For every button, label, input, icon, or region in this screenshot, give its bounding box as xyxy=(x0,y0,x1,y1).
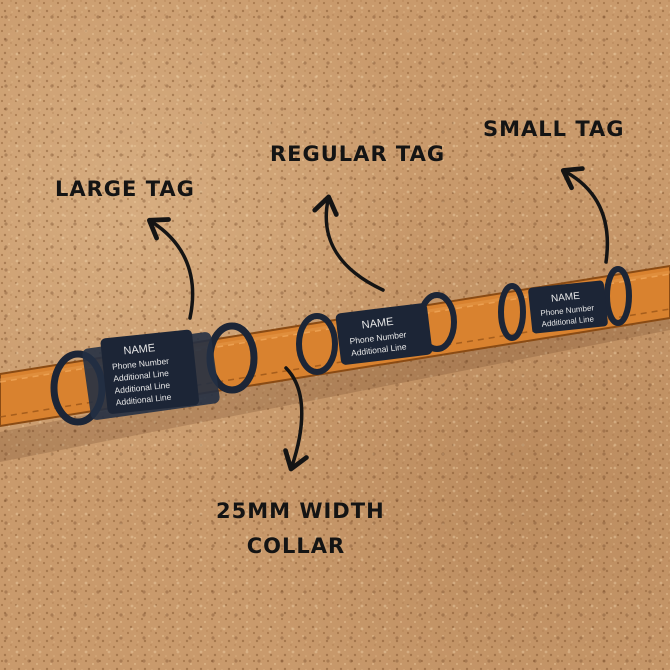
collar-arrow xyxy=(283,366,309,472)
large-tag-label: LARGE TAG xyxy=(55,177,195,201)
regular-tag-left-ring xyxy=(296,313,338,375)
small-tag-plate xyxy=(528,280,608,334)
collar-label-line-2: COLLAR xyxy=(246,534,346,558)
small-tag-name: NAME xyxy=(551,291,581,305)
large-tag-name: NAME xyxy=(123,342,156,357)
small-tag-left-ring xyxy=(498,283,526,341)
regular-tag: NAME Phone Number Additional Line xyxy=(296,292,457,375)
regular-tag-label: REGULAR TAG xyxy=(270,142,446,166)
collar-label-line-1: 25MM WIDTH xyxy=(216,499,385,523)
large-tag-plate xyxy=(100,329,200,414)
large-tag-arrow xyxy=(146,217,195,320)
small-tag-label: SMALL TAG xyxy=(483,117,625,141)
regular-tag-name: NAME xyxy=(361,316,394,332)
large-tag: NAME Phone Number Additional Line Additi… xyxy=(50,322,258,426)
small-tag-arrow xyxy=(560,166,610,264)
regular-tag-plate xyxy=(335,303,433,365)
regular-tag-arrow xyxy=(312,194,385,292)
small-tag-right-ring xyxy=(604,266,632,326)
small-tag: NAME Phone Number Additional Line xyxy=(498,266,632,341)
